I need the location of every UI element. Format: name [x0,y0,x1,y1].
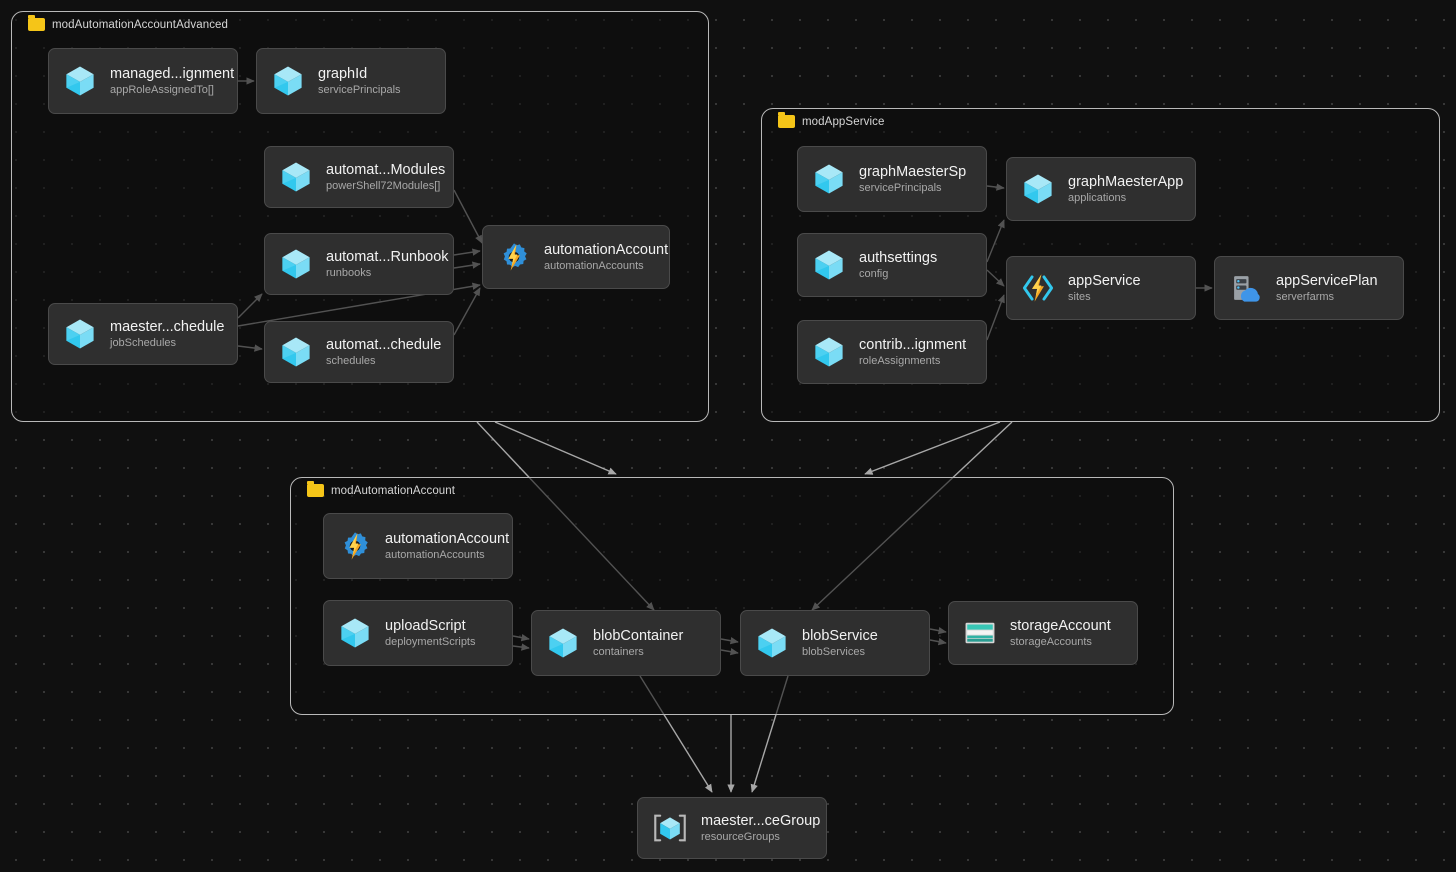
node-title: blobContainer [593,627,684,644]
automation-account-icon [338,529,372,563]
group-title: modAppService [802,115,885,128]
azure-cube-icon [812,248,846,282]
azure-cube-icon [63,317,97,351]
azure-cube-icon [1021,172,1055,206]
azure-cube-icon [755,626,789,660]
node-title: managed...ignment [110,65,235,82]
node-subtitle: powerShell72Modules[] [326,179,441,192]
group-label: modAutomationAccountAdvanced [28,15,229,31]
node-title: storageAccount [1010,617,1111,634]
node-title: uploadScript [385,617,466,634]
node-title: contrib...ignment [859,336,967,353]
node-title: maester...chedule [110,318,225,335]
azure-cube-icon [546,626,580,660]
azure-cube-icon [812,162,846,196]
azure-cube-icon [338,616,372,650]
group-label: modAutomationAccount [307,481,456,497]
node-subtitle: resourceGroups [701,830,780,843]
node-subtitle: servicePrincipals [318,83,401,96]
azure-cube-icon [279,247,313,281]
app-service-plan-icon [1229,271,1263,305]
folder-icon [28,15,45,31]
azure-cube-icon [63,64,97,98]
node-title: automat...chedule [326,336,442,353]
folder-icon [307,481,324,497]
node-title: automat...Modules [326,161,446,178]
group-title: modAutomationAccountAdvanced [52,18,229,31]
node-title: blobService [802,627,878,644]
node-subtitle: automationAccounts [544,259,644,272]
edge-g2-to-g3 [864,421,1001,475]
group-title: modAutomationAccount [331,484,456,497]
node-title: graphMaesterApp [1068,173,1184,190]
azure-cube-icon [271,64,305,98]
automation-account-icon [497,240,531,274]
node-title: maester...ceGroup [701,812,821,829]
node-subtitle: config [859,267,889,280]
folder-icon [778,112,795,128]
node-title: graphId [318,65,368,82]
resource-group-icon [652,810,688,846]
azure-cube-icon [279,160,313,194]
node-subtitle: jobSchedules [110,336,177,349]
node-subtitle: deploymentScripts [385,635,476,648]
node-subtitle: blobServices [802,645,865,658]
node-subtitle: roleAssignments [859,354,941,367]
node-subtitle: storageAccounts [1010,635,1092,648]
azure-cube-icon [279,335,313,369]
node-title: authsettings [859,249,938,266]
node-subtitle: automationAccounts [385,548,485,561]
node-title: automationAccount [544,241,669,258]
app-service-icon [1021,271,1055,305]
node-subtitle: runbooks [326,266,372,279]
node-title: appServicePlan [1276,272,1378,289]
node-title: appService [1068,272,1141,289]
node-title: automationAccount [385,530,510,547]
azure-cube-icon [812,335,846,369]
node-subtitle: sites [1068,290,1091,303]
node-subtitle: applications [1068,191,1127,204]
node-subtitle: appRoleAssignedTo[] [110,83,214,96]
node-subtitle: containers [593,645,644,658]
node-title: graphMaesterSp [859,163,967,180]
node-subtitle: serverfarms [1276,290,1335,303]
node-subtitle: schedules [326,354,376,367]
edge-g1-to-g3 [494,421,617,475]
node-subtitle: servicePrincipals [859,181,942,194]
group-label: modAppService [778,112,885,128]
storage-account-icon [963,616,997,650]
node-title: automat...Runbook [326,248,449,265]
